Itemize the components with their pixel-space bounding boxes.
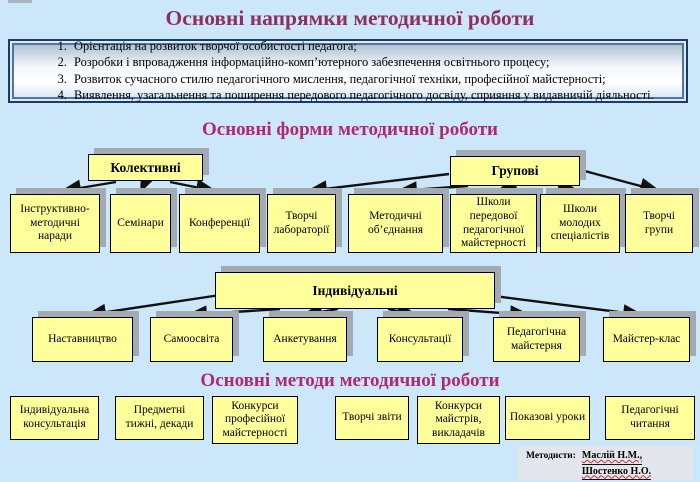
direction-item-2: Розробки і впровадження інформаційно-ком… (70, 55, 654, 70)
form-box-instructive-meetings: Інструктивно-методичні наради (10, 194, 100, 253)
directions-list: Орієнтація на розвиток творчої особистос… (14, 37, 664, 105)
form-box-mentoring: Наставництво (32, 317, 133, 362)
top-edge-decoration (8, 0, 32, 3)
form-box-creative-groups: Творчі групи (625, 194, 693, 253)
direction-item-1: Орієнтація на розвиток творчої особистос… (70, 39, 654, 54)
individual-header-box: Індивідуальні (215, 272, 495, 309)
direction-item-4: Виявлення, узагальнення та поширення пер… (70, 88, 654, 103)
form-box-seminars: Семінари (110, 194, 171, 253)
methodist-name-2: Шостенко Н.О. (581, 465, 652, 480)
forms-title: Основні форми методичної роботи (202, 119, 498, 140)
directions-title: Основні напрямки методичної роботи (165, 6, 535, 30)
form-box-consultations: Консультації (377, 317, 463, 362)
method-box-pedagogical-readings: Педагогічні читання (605, 396, 695, 440)
directions-panel: Орієнтація на розвиток творчої особистос… (8, 39, 688, 103)
method-box-creative-reports: Творчі звіти (335, 396, 409, 440)
method-box-individual-consultation: Індивідуальна консультація (10, 396, 99, 440)
form-box-young-specialists-schools: Школи молодих спеціалістів (540, 194, 620, 253)
form-box-pedagogical-workshop: Педагогічна майстерня (493, 317, 580, 362)
method-box-masters-contests: Конкурси майстрів, викладачів (417, 396, 500, 444)
collective-header-box: Колективні (88, 154, 203, 181)
form-box-questionnaires: Анкетування (263, 317, 347, 362)
method-box-demonstration-lessons: Показові уроки (505, 396, 590, 440)
form-box-master-class: Майстер-клас (603, 317, 690, 362)
form-box-self-education: Самоосвіта (150, 317, 233, 362)
directions-panel-inner: Орієнтація на розвиток творчої особистос… (12, 39, 684, 102)
methods-title: Основні методи методичної роботи (200, 370, 500, 391)
methodists-label: Методисти: (526, 451, 576, 461)
method-box-subject-weeks: Предметні тижні, декади (115, 396, 204, 440)
method-box-professional-contests: Конкурси професійної майстерності (212, 396, 298, 444)
methodists-credit-box: Методисти: Маслій Н.М., Шостенко Н.О. (518, 446, 693, 480)
group-header-box: Групові (450, 156, 580, 186)
form-box-conferences: Конференції (179, 194, 260, 253)
form-box-creative-labs: Творчі лабораторії (267, 194, 336, 253)
form-box-methodical-associations: Методичні об’єднання (348, 194, 443, 253)
direction-item-3: Розвиток сучасного стилю педагогічного м… (70, 72, 654, 87)
methodists-names: Маслій Н.М., Шостенко Н.О. (581, 449, 652, 480)
methodist-name-1: Маслій Н.М., (581, 449, 643, 465)
form-box-schools-of-mastery: Школи передової педагогічної майстерност… (450, 194, 537, 253)
